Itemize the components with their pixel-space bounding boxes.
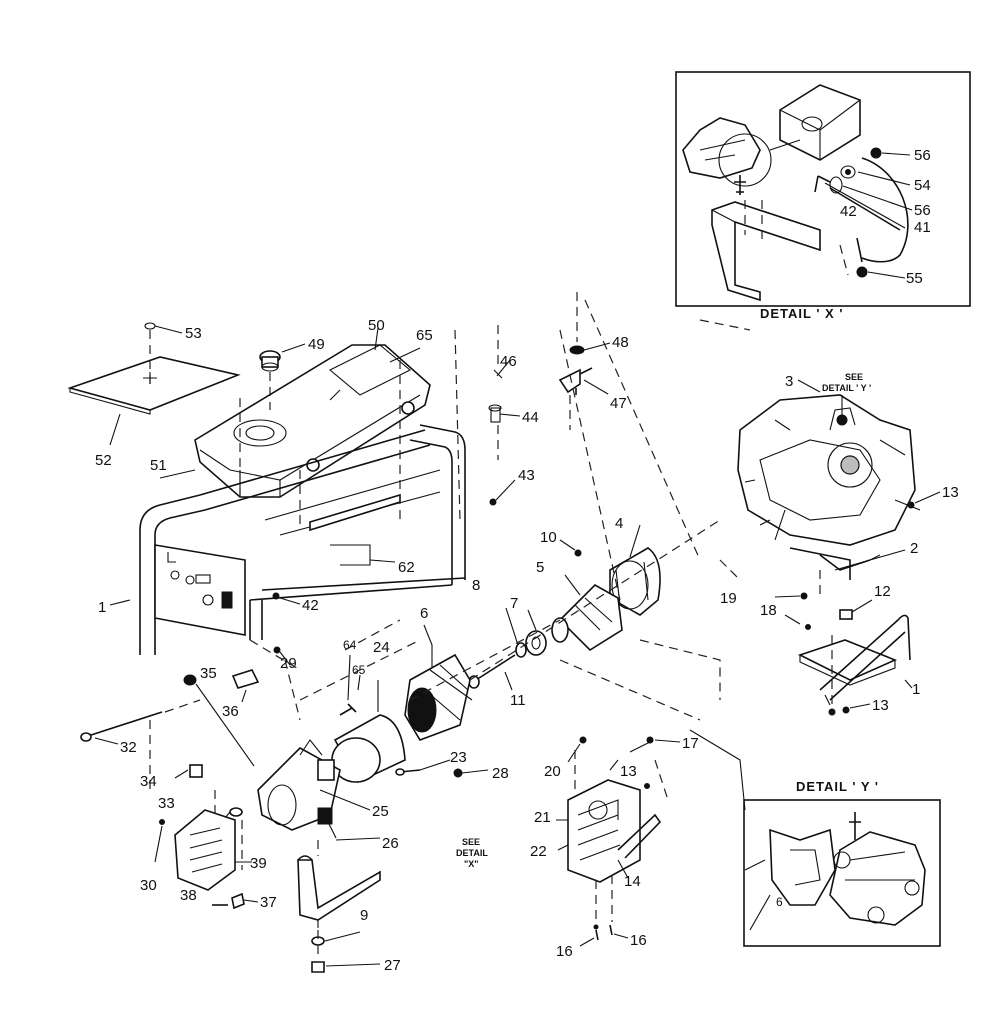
- callout-50: 50: [368, 317, 385, 334]
- callout-35: 35: [200, 665, 217, 682]
- main-frame: 1 62: [98, 424, 466, 655]
- callout-3: 3: [785, 373, 793, 390]
- callout-9: 9: [360, 907, 368, 924]
- callout-51: 51: [150, 457, 167, 474]
- callout-24: 24: [373, 639, 390, 656]
- engine-assembly: 3 SEE DETAIL ' Y ' 13 2: [737, 372, 959, 580]
- callout-23: 23: [450, 749, 467, 766]
- callout-61: 65: [416, 327, 433, 344]
- callout-44: 44: [522, 409, 539, 426]
- callout-25: 25: [372, 803, 389, 820]
- front-foot-rail: 9 27: [297, 840, 401, 974]
- detail-x-caption: DETAIL ' X ': [760, 306, 843, 321]
- callout-6-detail: 6: [776, 895, 783, 909]
- callout-42-detail: 42: [840, 203, 857, 220]
- callout-47: 47: [610, 395, 627, 412]
- callout-52: 52: [95, 452, 112, 469]
- callout-36: 36: [222, 703, 239, 720]
- callout-6: 6: [420, 605, 428, 622]
- see-detail-x-line2: DETAIL: [456, 848, 488, 858]
- small-hardware: 29 64 65: [249, 619, 401, 721]
- callout-56b: 56: [914, 202, 931, 219]
- end-bell-housing: 25 26 33 34 35 36 66: [140, 665, 399, 870]
- callout-33: 33: [158, 795, 175, 812]
- callout-21: 21: [534, 809, 551, 826]
- callout-53: 53: [185, 325, 202, 342]
- callout-54: 54: [914, 177, 931, 194]
- callout-62: 62: [398, 559, 415, 576]
- callout-41: 41: [914, 219, 931, 236]
- callout-29: 29: [280, 655, 297, 672]
- fuel-valve-parts: 48 46 44 47: [488, 292, 629, 460]
- callout-13-muffler: 13: [620, 763, 637, 780]
- callout-20: 20: [544, 763, 561, 780]
- callout-7: 7: [510, 595, 518, 612]
- callout-13-engine: 13: [942, 484, 959, 501]
- see-detail-x-line3: "X": [464, 859, 479, 869]
- see-detail-x-line1: SEE: [462, 837, 480, 847]
- callout-64: 64: [343, 638, 357, 652]
- callout-28: 28: [492, 765, 509, 782]
- callout-30: 30: [140, 877, 157, 894]
- callout-17: 17: [682, 735, 699, 752]
- callout-18: 18: [760, 602, 777, 619]
- callout-5: 5: [536, 559, 544, 576]
- callout-19: 19: [720, 590, 737, 607]
- callout-32: 32: [120, 739, 137, 756]
- callout-1-rail: 1: [912, 681, 920, 698]
- muffler-assembly: 20 17 13 21 22 14 16 16: [530, 735, 699, 960]
- deck-plate: 53 52: [67, 322, 241, 469]
- callout-48: 48: [612, 334, 629, 351]
- callout-12: 12: [874, 583, 891, 600]
- callout-46: 46: [500, 353, 517, 370]
- callout-56a: 56: [914, 147, 931, 164]
- callout-34: 34: [140, 773, 157, 790]
- fuel-tank: 49 50 65 51: [150, 317, 433, 498]
- see-detail-y-line1: SEE: [845, 372, 863, 382]
- assembly-guide-lines: [239, 319, 751, 721]
- callout-38: 38: [180, 887, 197, 904]
- callout-14: 14: [624, 873, 641, 890]
- callout-10: 10: [540, 529, 557, 546]
- callout-4: 4: [615, 515, 623, 532]
- see-detail-y-line2: DETAIL ' Y ': [822, 383, 871, 393]
- end-cover: 39 30 37 38: [140, 809, 277, 911]
- callout-43: 43: [518, 467, 535, 484]
- callout-16a: 16: [556, 943, 573, 960]
- callout-22: 22: [530, 843, 547, 860]
- detail-y-inset: 6: [743, 799, 941, 947]
- callout-55: 55: [906, 270, 923, 287]
- callout-42-frame: 42: [302, 597, 319, 614]
- through-bolt: 32: [80, 699, 201, 756]
- callout-1-frame: 1: [98, 599, 106, 616]
- callout-16b: 16: [630, 932, 647, 949]
- rotor-and-shell: 6 24 23 28: [331, 605, 509, 784]
- callout-11: 11: [510, 692, 526, 709]
- engine-base-rail: 12 19 18 1 13: [720, 570, 920, 716]
- callout-27: 27: [384, 957, 401, 974]
- callout-49: 49: [308, 336, 325, 353]
- detail-x-inset: 56 54 56 41 42 55: [675, 71, 971, 307]
- callout-39: 39: [250, 855, 267, 872]
- callout-37: 37: [260, 894, 277, 911]
- callout-26: 26: [382, 835, 399, 852]
- callout-2: 2: [910, 540, 918, 557]
- alternator-parts: 4 5 7 8 10 11: [468, 299, 701, 709]
- detail-y-caption: DETAIL ' Y ': [796, 779, 879, 794]
- callout-13-rail: 13: [872, 697, 889, 714]
- callout-8: 8: [472, 577, 480, 594]
